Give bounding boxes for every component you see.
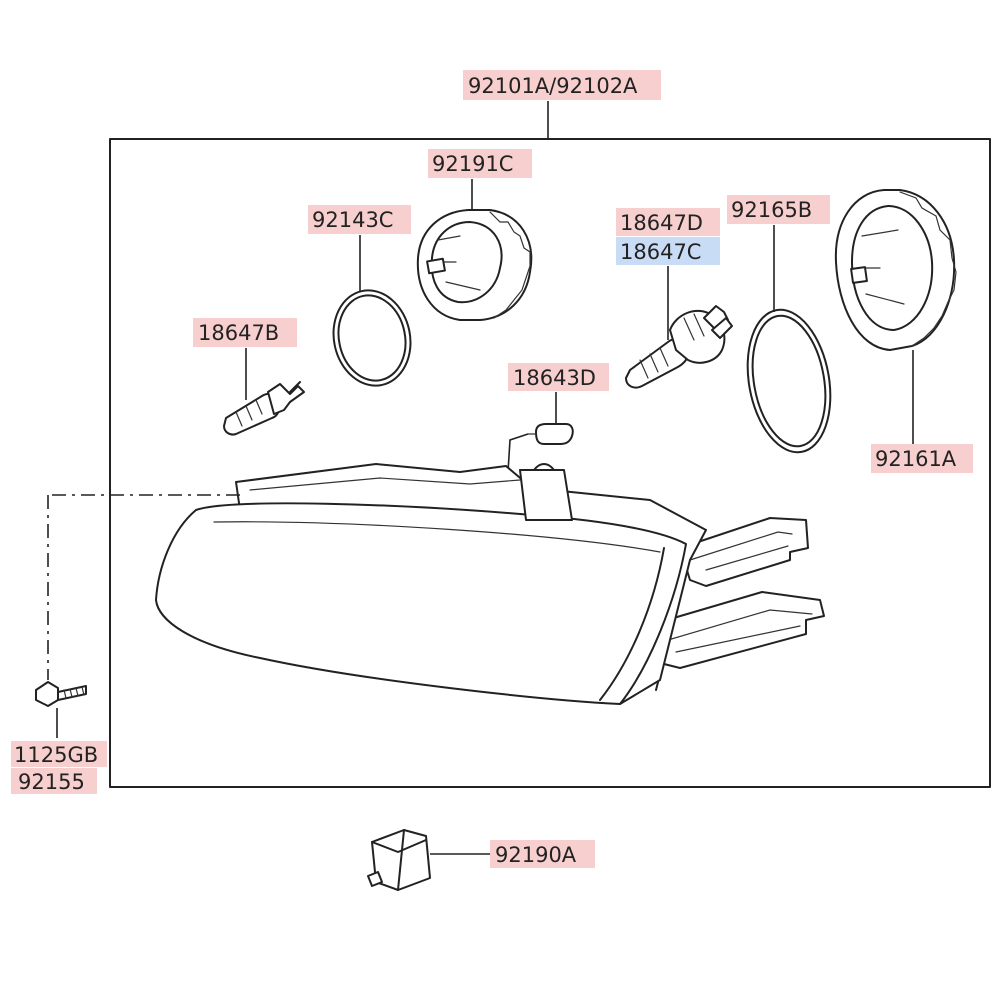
callout-bulb-left[interactable]: 18647B: [193, 318, 297, 400]
seal-left-label: 92143C: [312, 208, 393, 232]
label-highlight: [308, 205, 411, 234]
bulb-right-part: [625, 305, 733, 389]
seal-left-part: [332, 289, 412, 387]
bulb-right-label-b: 18647C: [620, 240, 701, 264]
callout-assembly[interactable]: 92101A/92102A: [463, 70, 661, 139]
callout-screw[interactable]: 1125GB 92155: [11, 494, 240, 794]
screw-part: [35, 681, 87, 707]
label-highlight: [428, 149, 532, 178]
bulb-left-label: 18647B: [198, 321, 279, 345]
label-highlight: [616, 208, 720, 236]
cap-right-label: 92161A: [875, 447, 957, 471]
side-bulb-label: 18643D: [513, 366, 596, 390]
assembly-frame: [109, 138, 991, 788]
label-highlight-alt: [616, 237, 720, 265]
label-highlight: [727, 195, 830, 224]
label-highlight: [508, 363, 609, 391]
label-highlight: [490, 840, 595, 868]
callout-cap-left[interactable]: 92191C: [428, 149, 532, 210]
screw-label-b: 92155: [18, 770, 85, 794]
screw-label-a: 1125GB: [14, 743, 98, 767]
cap-right-part: [834, 189, 957, 351]
callout-bulb-right[interactable]: 18647D 18647C: [616, 208, 720, 340]
actuator-part: [367, 829, 431, 891]
label-highlight: [11, 768, 97, 794]
seal-right-part: [746, 308, 832, 454]
cap-left-part: [416, 209, 533, 321]
bulb-left-part: [223, 381, 305, 436]
callout-seal-right[interactable]: 92165B: [727, 195, 830, 312]
label-highlight: [193, 318, 297, 347]
callout-seal-left[interactable]: 92143C: [308, 205, 411, 292]
callout-side-bulb[interactable]: 18643D: [507, 363, 609, 473]
seal-right-label: 92165B: [731, 198, 812, 222]
assembly-label: 92101A/92102A: [468, 74, 638, 98]
actuator-label: 92190A: [495, 843, 577, 867]
label-highlight: [11, 741, 107, 767]
side-bulb-part: [527, 423, 574, 445]
callout-cap-right[interactable]: 92161A: [871, 350, 973, 473]
cap-left-label: 92191C: [432, 152, 513, 176]
label-highlight: [871, 444, 973, 473]
headlamp-housing: [155, 463, 825, 705]
label-highlight: [463, 70, 661, 100]
bulb-right-label-a: 18647D: [620, 211, 703, 235]
callout-actuator[interactable]: 92190A: [430, 840, 595, 868]
